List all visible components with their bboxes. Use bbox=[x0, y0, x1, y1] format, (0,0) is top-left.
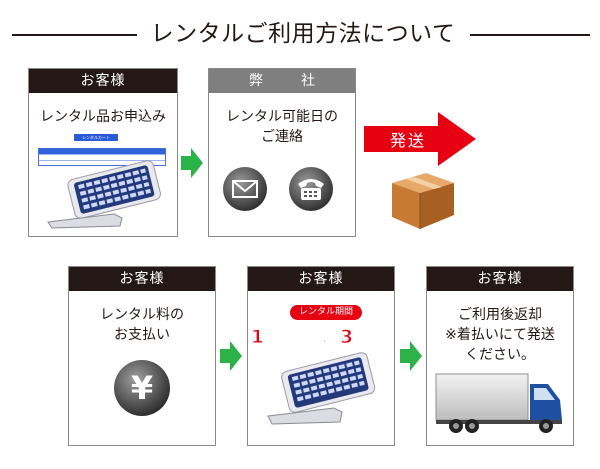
truck-icon bbox=[435, 373, 562, 433]
envelope-icon bbox=[223, 167, 267, 211]
title-rule-left bbox=[12, 34, 137, 36]
step-payment-text: レンタル料の お支払い bbox=[100, 307, 184, 343]
page-title-wrap: レンタルご利用方法について bbox=[0, 18, 600, 48]
green-arrow-icon bbox=[181, 148, 203, 178]
red-arrow-icon bbox=[364, 112, 476, 166]
step-apply-header: お客様 bbox=[29, 69, 177, 93]
yen-symbol: ¥ bbox=[131, 369, 153, 407]
step-return-text: ご利用後返却 ※着払いにて発送 ください。 bbox=[445, 307, 555, 363]
step-apply-text: レンタル品お申込み bbox=[40, 109, 166, 125]
handheld-terminal-icon bbox=[267, 352, 376, 425]
step-contact-header: 弊 社 bbox=[209, 69, 355, 93]
rental-cart-button-illustration: レンタルカート bbox=[74, 134, 118, 141]
cardboard-box-icon bbox=[392, 173, 454, 229]
yen-coin-icon: ¥ bbox=[114, 360, 170, 416]
step-payment-header: お客様 bbox=[69, 267, 215, 291]
step-contact-text: レンタル可能日の ご連絡 bbox=[226, 109, 338, 145]
handheld-terminal-icon bbox=[47, 160, 161, 229]
shipping-label: 発送 bbox=[389, 131, 426, 150]
step-rental-header: お客様 bbox=[248, 267, 394, 291]
step-return-header: お客様 bbox=[427, 267, 573, 291]
rental-period-badge: レンタル期間 bbox=[290, 305, 362, 320]
form-table-illustration bbox=[38, 148, 166, 166]
telephone-icon bbox=[289, 167, 333, 211]
green-arrow-icon bbox=[220, 341, 242, 371]
application-form-illustration: レンタルカート bbox=[38, 134, 166, 180]
rental-period-text: 1ケ月又は3ケ月 bbox=[250, 326, 392, 349]
title-rule-right bbox=[470, 34, 590, 36]
step-contact: 弊 社 レンタル可能日の ご連絡 bbox=[208, 68, 356, 237]
green-arrow-icon bbox=[400, 341, 422, 371]
page-title: レンタルご利用方法について bbox=[150, 21, 456, 47]
step-payment: お客様 レンタル料の お支払い bbox=[68, 266, 216, 446]
